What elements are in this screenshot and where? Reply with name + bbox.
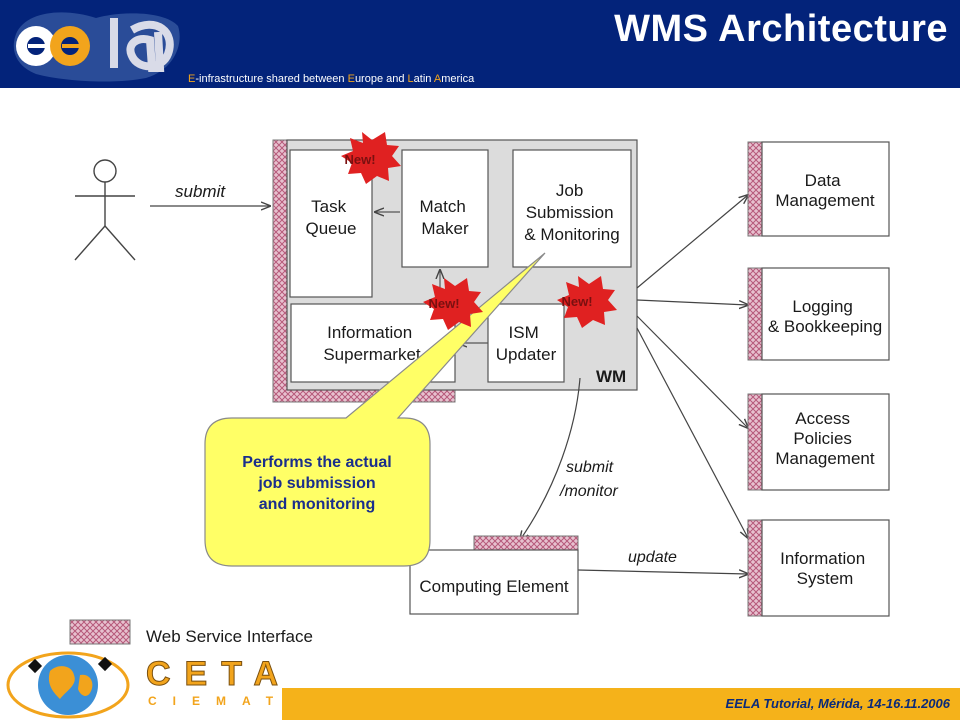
logging-bookkeeping-service: Logging & Bookkeeping — [747, 267, 890, 361]
task-queue-box — [289, 149, 373, 298]
new-badge-ism-updater: New! — [557, 276, 617, 328]
ce-to-information-system-edge — [577, 570, 748, 574]
task-queue-label: Task Queue — [305, 197, 356, 238]
svg-text:Data Management: Data Management — [775, 171, 875, 210]
submit-edge-label: submit — [175, 182, 226, 201]
ism-updater-label: ISM Updater — [496, 323, 557, 364]
svg-text:Logging & Bookkeeping: Logging & Bookkeeping — [768, 297, 882, 336]
footer-text: EELA Tutorial, Mérida, 14-16.11.2006 — [725, 696, 950, 711]
svg-text:CIEMAT: CIEMAT — [148, 694, 282, 708]
information-system-service: Information System — [747, 519, 890, 617]
edge-to-access-policies — [636, 315, 748, 428]
access-policies-service: Access Policies Management — [747, 393, 890, 491]
match-maker-box — [401, 149, 489, 268]
page-title: WMS Architecture — [614, 8, 948, 50]
svg-text:New!: New! — [344, 152, 375, 167]
callout-bubble — [204, 252, 546, 567]
header-bar: WMS Architecture E-infrastructure shared… — [0, 0, 960, 88]
user-actor-icon — [74, 159, 136, 261]
svg-text:CETA: CETA — [146, 655, 282, 693]
computing-element-label: Computing Element — [419, 577, 569, 596]
job-submission-box — [512, 149, 632, 268]
wm-label: WM — [596, 367, 626, 386]
ism-updater-box — [487, 303, 565, 383]
legend-swatch — [69, 619, 131, 645]
legend-label: Web Service Interface — [146, 627, 313, 646]
edge-to-logging — [636, 299, 748, 305]
job-submission-label: Job Submission & Monitoring — [524, 181, 619, 244]
new-badge-information-supermarket: New! — [423, 278, 483, 330]
data-management-service: Data Management — [747, 141, 890, 237]
svg-text:Information System: Information System — [780, 549, 870, 588]
computing-element-interface — [473, 535, 579, 551]
submit-monitor-edge — [520, 377, 581, 540]
wms-architecture-diagram: submit WM Task Queue Match Maker Job Sub… — [69, 132, 890, 646]
update-label: update — [628, 549, 677, 566]
new-badge-task-queue: New! — [341, 132, 401, 184]
eela-logo — [13, 12, 180, 82]
ceta-ciemat-logo: CETA CIEMAT — [6, 651, 282, 719]
footer-bar: EELA Tutorial, Mérida, 14-16.11.2006 — [282, 688, 960, 720]
svg-text:New!: New! — [561, 294, 592, 309]
submit-monitor-label: submit /monitor — [559, 459, 618, 500]
match-maker-label: Match Maker — [419, 197, 470, 238]
svg-text:New!: New! — [428, 296, 459, 311]
computing-element-box — [409, 549, 579, 615]
information-supermarket-label: Information Supermarket — [323, 323, 421, 364]
header-tagline: E-infrastructure shared between Europe a… — [188, 73, 475, 85]
edge-to-information-system — [636, 327, 748, 538]
svg-text:Access Policies Ma: Access Policies Management — [775, 409, 875, 468]
edge-to-data-management — [636, 195, 748, 289]
callout-text: Performs the actual job submission and m… — [242, 454, 392, 513]
